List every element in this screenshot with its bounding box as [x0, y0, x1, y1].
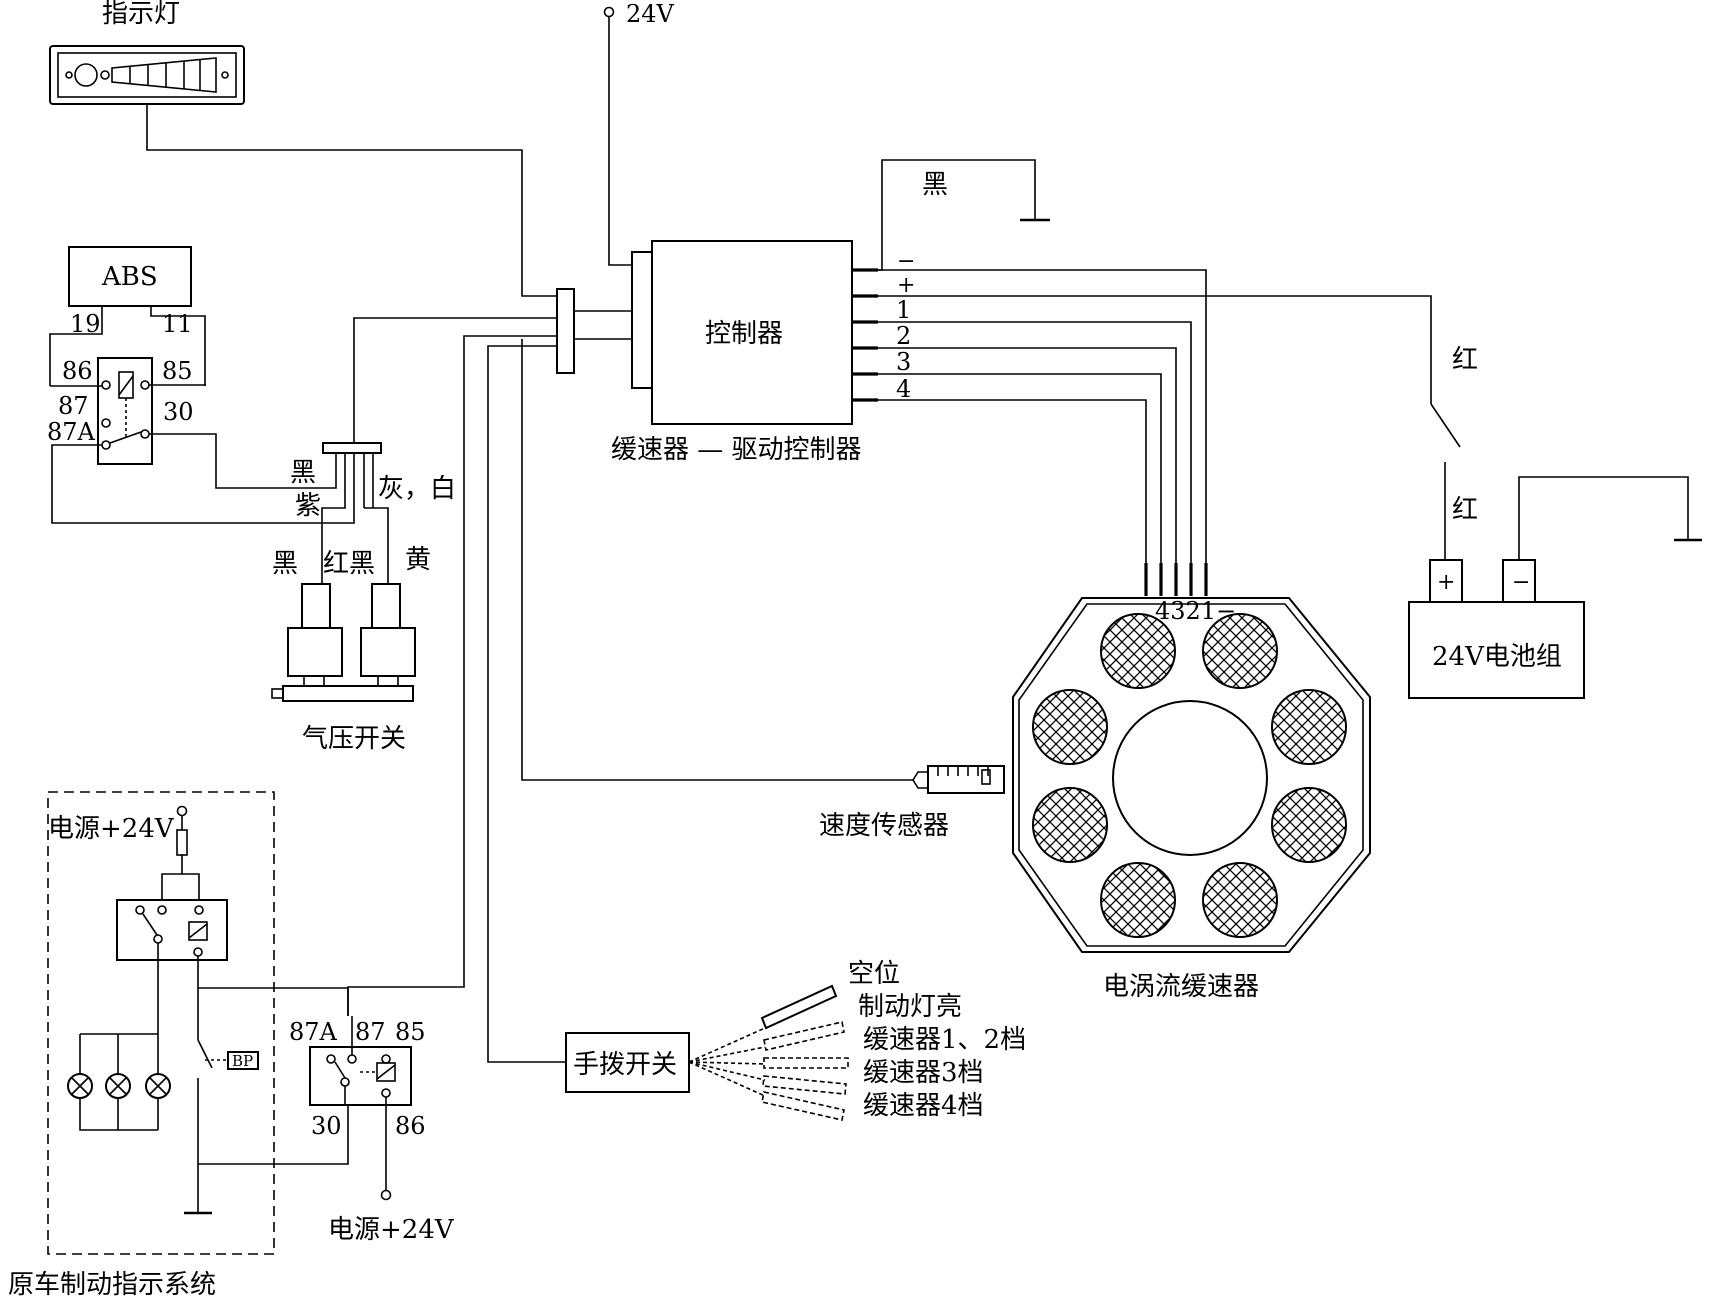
bp-label: BP	[232, 1052, 253, 1070]
battery-switch	[1430, 403, 1461, 448]
retarder-pins-label: 4321−	[1155, 597, 1236, 625]
controller-label: 控制器	[705, 319, 783, 349]
pin-2-label: 2	[896, 322, 911, 350]
pin-4-label: 4	[896, 375, 911, 403]
pos-retarder-3-label: 缓速器3档	[863, 1058, 984, 1088]
controller	[556, 240, 878, 425]
battery-label: 24V电池组	[1432, 642, 1562, 672]
original-brake-system-box	[47, 791, 275, 1255]
abs-label: ABS	[101, 262, 158, 292]
relay-2	[309, 1046, 412, 1106]
ground-black-label: 黑	[922, 170, 948, 200]
terminal-24v-bottom	[380, 1189, 392, 1201]
abs-pin-11: 11	[162, 310, 193, 338]
terminal-24v-top	[603, 6, 615, 18]
wire-black-1-label: 黑	[290, 458, 316, 488]
relay1-85-label: 85	[162, 357, 193, 385]
power-24v-bottom-label: 电源+24V	[328, 1215, 455, 1245]
relay1-86-label: 86	[62, 357, 93, 385]
supply-24v-top-label: 24V	[626, 0, 675, 28]
relay2-87a-label: 87A	[289, 1018, 338, 1046]
pos-neutral-label: 空位	[848, 959, 900, 989]
battery	[1408, 476, 1702, 699]
bp-switch	[197, 1039, 213, 1069]
red-label-2: 红	[1452, 495, 1478, 525]
wire-red-black-label: 红黑	[323, 549, 375, 579]
brake-lamp-3	[145, 1073, 171, 1099]
pos-brake-light-label: 制动灯亮	[858, 992, 962, 1022]
relay1-87a-label: 87A	[47, 418, 96, 446]
battery-plus-label: +	[1437, 570, 1455, 595]
speed-sensor	[521, 339, 1005, 794]
indicator-lamp	[49, 45, 245, 112]
wire-grey-white-label: 灰，白	[378, 474, 456, 504]
pos-retarder-4-label: 缓速器4档	[863, 1091, 984, 1121]
fuse	[176, 829, 188, 856]
wire-black-2-label: 黑	[272, 549, 298, 579]
pin-1-label: 1	[896, 296, 911, 324]
abs-pin-19: 19	[70, 310, 101, 338]
red-label-1: 红	[1452, 345, 1478, 375]
brake-lamp-1	[67, 1073, 93, 1099]
brake-relay	[116, 899, 228, 961]
hand-switch-lever	[688, 984, 849, 1121]
air-pressure-switch-label: 气压开关	[302, 724, 406, 754]
retarder-controller-label: 缓速器 — 驱动控制器	[611, 435, 862, 465]
battery-minus-label: −	[1512, 570, 1530, 595]
power-24v-left-label: 电源+24V	[48, 814, 175, 844]
speed-sensor-label: 速度传感器	[819, 811, 949, 841]
air-pressure-switch	[271, 442, 416, 702]
eddy-retarder-label: 电涡流缓速器	[1103, 972, 1259, 1002]
wire-purple-label: 紫	[295, 491, 321, 521]
relay-1	[97, 357, 153, 465]
pin-3-label: 3	[896, 348, 911, 376]
wire-yellow-label: 黄	[405, 545, 431, 575]
relay2-86-label: 86	[395, 1112, 426, 1140]
brake-lamp-2	[105, 1073, 131, 1099]
eddy-current-retarder	[1012, 563, 1371, 953]
bp-box	[227, 1051, 259, 1070]
hand-switch-label: 手拨开关	[573, 1050, 677, 1080]
relay1-30-label: 30	[163, 398, 194, 426]
relay2-87-label: 87	[355, 1018, 386, 1046]
pos-retarder-12-label: 缓速器1、2档	[863, 1025, 1026, 1055]
relay2-30-label: 30	[311, 1112, 342, 1140]
relay2-85-label: 85	[395, 1018, 426, 1046]
pin-minus-label: −	[897, 249, 915, 274]
relay1-87-label: 87	[58, 392, 89, 420]
hand-switch	[565, 1032, 690, 1093]
abs-box	[68, 246, 192, 307]
pin-plus-label: +	[897, 273, 915, 298]
indicator-lamp-label: 指示灯	[102, 0, 180, 29]
original-brake-system-label: 原车制动指示系统	[8, 1270, 216, 1296]
